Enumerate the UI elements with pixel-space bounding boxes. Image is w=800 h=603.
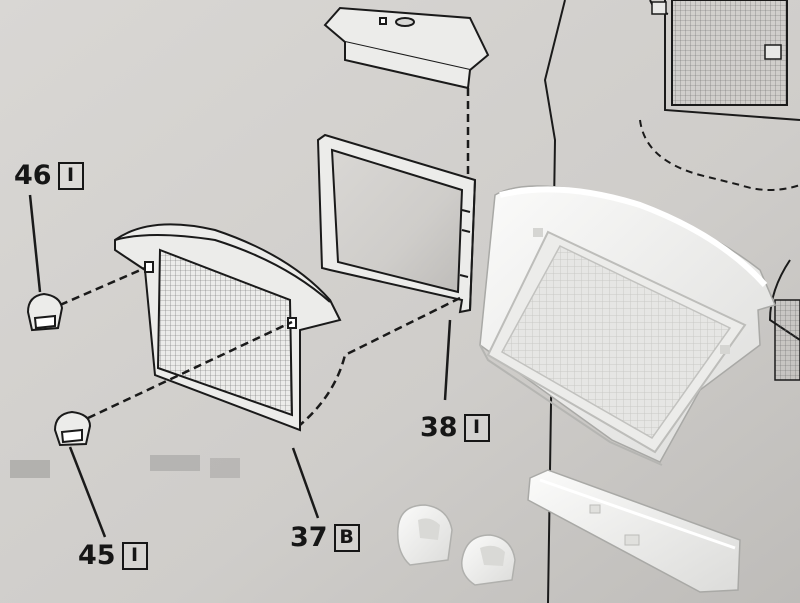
- faint-print-marks: [10, 455, 240, 478]
- sprue-letter-box: B: [333, 523, 360, 552]
- callout-part-45: 45 I: [78, 540, 148, 571]
- grille-diagram: [114, 223, 342, 432]
- plastic-caps: [397, 504, 516, 586]
- cap-diagram-45: [53, 410, 92, 447]
- sprue-letter-box: I: [121, 541, 148, 570]
- part-number: 37: [290, 522, 328, 553]
- part-number: 46: [14, 160, 52, 191]
- plastic-grille-part: [479, 185, 777, 466]
- top-right-grille-diagram: [639, 0, 800, 381]
- sprue-letter-box: I: [57, 161, 84, 190]
- assembly-guides: [59, 266, 461, 426]
- top-tank-diagram: [323, 6, 490, 90]
- part-number: 45: [78, 540, 116, 571]
- callout-part-37: 37 B: [290, 522, 360, 553]
- sprue-letter-box: I: [463, 413, 490, 442]
- plastic-bar-part: [527, 469, 741, 593]
- cap-diagram-46: [26, 292, 64, 332]
- callout-part-38: 38 I: [420, 412, 490, 443]
- part-number: 38: [420, 412, 458, 443]
- callout-part-46: 46 I: [14, 160, 84, 191]
- leader-lines: [28, 194, 452, 538]
- frame-diagram: [316, 133, 477, 314]
